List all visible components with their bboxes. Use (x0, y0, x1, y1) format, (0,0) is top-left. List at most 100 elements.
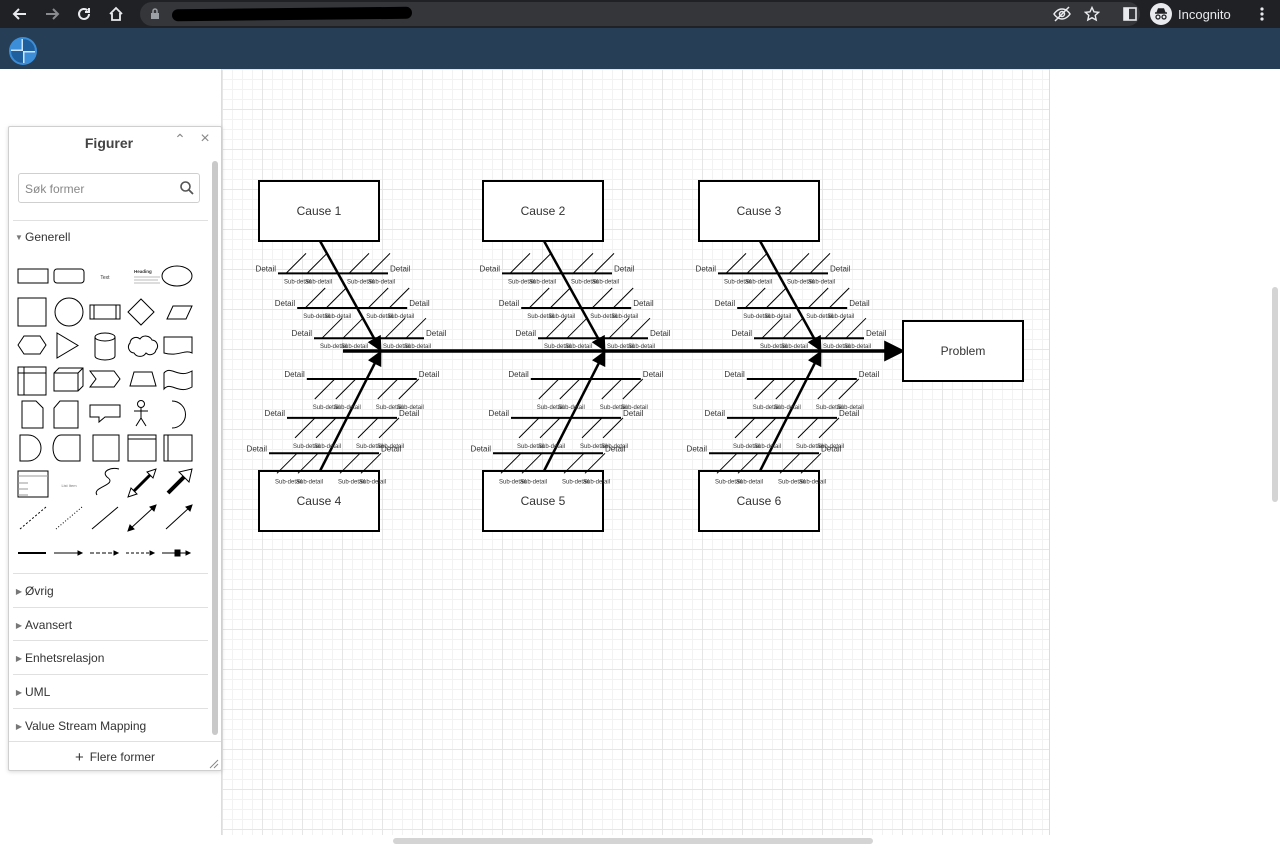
shape-list-item[interactable]: List Item (61, 483, 77, 488)
cause-arrow[interactable] (318, 240, 382, 352)
shape-frame[interactable] (92, 434, 120, 462)
forward-arrow-icon[interactable] (40, 2, 64, 26)
shape-dotted-line[interactable] (55, 506, 83, 530)
shape-container[interactable] (127, 434, 157, 462)
subdetail-line[interactable] (357, 417, 379, 439)
star-icon[interactable] (1080, 2, 1104, 26)
shape-bidirectional-arrow[interactable] (127, 468, 157, 498)
shape-curve[interactable] (95, 468, 120, 496)
subdetail-line[interactable] (779, 452, 801, 474)
subdetail-line[interactable] (824, 317, 846, 339)
subdetail-line[interactable] (306, 253, 328, 274)
subdetail-line[interactable] (737, 452, 759, 474)
shape-internal-storage[interactable] (17, 366, 47, 396)
subdetail-line[interactable] (838, 378, 860, 400)
subdetail-line[interactable] (629, 317, 651, 339)
search-box[interactable] (18, 173, 200, 203)
subdetail-line[interactable] (276, 452, 298, 474)
subdetail-line[interactable] (539, 417, 561, 439)
shape-hexagon[interactable] (17, 335, 47, 355)
subdetail-line[interactable] (566, 317, 588, 339)
subdetail-line[interactable] (817, 378, 839, 400)
shape-cube[interactable] (53, 367, 84, 392)
subdetail-line[interactable] (335, 378, 357, 400)
subdetail-line[interactable] (348, 253, 370, 274)
subdetail-line[interactable] (581, 417, 603, 439)
shape-trapezoid[interactable] (129, 371, 157, 387)
section-value-stream-mapping[interactable]: ▶ Value Stream Mapping (13, 714, 208, 738)
shape-connector[interactable] (54, 550, 84, 556)
cause-node[interactable]: Cause 3 (698, 180, 820, 242)
shape-ellipse[interactable] (161, 265, 193, 287)
subdetail-line[interactable] (545, 317, 567, 339)
shape-actor[interactable] (134, 400, 148, 427)
subdetail-line[interactable] (509, 253, 531, 274)
resize-handle-icon[interactable] (207, 757, 219, 769)
subdetail-line[interactable] (612, 287, 634, 309)
search-input[interactable] (25, 180, 175, 198)
subdetail-line[interactable] (325, 287, 347, 309)
subdetail-line[interactable] (315, 417, 337, 439)
subdetail-line[interactable] (754, 378, 776, 400)
shape-textbox[interactable]: Heading (134, 269, 160, 284)
shape-dashed-line[interactable] (19, 506, 47, 530)
reload-icon[interactable] (72, 2, 96, 26)
cause-node[interactable]: Cause 2 (482, 180, 604, 242)
subdetail-line[interactable] (304, 287, 326, 309)
subdetail-line[interactable] (602, 417, 624, 439)
shape-list[interactable] (17, 470, 49, 498)
shape-step[interactable] (89, 370, 121, 388)
subdetail-line[interactable] (828, 287, 850, 309)
shape-square[interactable] (17, 297, 47, 327)
shape-stored-data[interactable] (52, 434, 81, 462)
drawio-logo-icon[interactable] (8, 36, 38, 66)
shape-triangle[interactable] (56, 332, 79, 359)
subdetail-line[interactable] (755, 417, 777, 439)
subdetail-line[interactable] (339, 452, 361, 474)
shape-bidirectional-connector[interactable] (127, 504, 157, 532)
cause-node[interactable]: Cause 1 (258, 180, 380, 242)
subdetail-line[interactable] (314, 378, 336, 400)
shape-rectangle[interactable] (17, 268, 49, 284)
subdetail-line[interactable] (716, 452, 738, 474)
subdetail-line[interactable] (572, 253, 594, 274)
shape-callout[interactable] (89, 404, 121, 424)
cause-arrow[interactable] (542, 240, 606, 352)
subdetail-line[interactable] (294, 417, 316, 439)
subdetail-line[interactable] (584, 452, 606, 474)
shape-line[interactable] (91, 506, 119, 530)
subdetail-line[interactable] (378, 417, 400, 439)
subdetail-line[interactable] (500, 452, 522, 474)
cause-node[interactable]: Cause 6 (698, 470, 820, 532)
subdetail-line[interactable] (593, 253, 615, 274)
shape-cloud[interactable] (127, 335, 159, 357)
subdetail-line[interactable] (797, 417, 819, 439)
subdetail-line[interactable] (818, 417, 840, 439)
subdetail-line[interactable] (807, 287, 829, 309)
shape-rounded-rectangle[interactable] (53, 268, 85, 284)
more-vertical-icon[interactable] (1250, 2, 1274, 26)
subdetail-line[interactable] (388, 287, 410, 309)
panel-scrollbar[interactable] (212, 161, 218, 735)
subdetail-line[interactable] (746, 253, 768, 274)
horizontal-scrollbar[interactable] (393, 838, 873, 844)
eye-off-icon[interactable] (1050, 2, 1074, 26)
side-panel-icon[interactable] (1118, 2, 1142, 26)
shape-connector-dashed[interactable] (126, 550, 156, 556)
subdetail-line[interactable] (518, 417, 540, 439)
subdetail-line[interactable] (765, 287, 787, 309)
more-shapes-button[interactable]: + Flere former (9, 743, 221, 771)
shape-tape[interactable] (163, 369, 193, 391)
shape-swimlane[interactable] (163, 434, 193, 462)
home-icon[interactable] (104, 2, 128, 26)
shape-diamond[interactable] (127, 298, 155, 326)
chevron-up-icon[interactable]: ⌃ (174, 131, 186, 147)
subdetail-line[interactable] (285, 253, 307, 274)
subdetail-line[interactable] (367, 287, 389, 309)
subdetail-line[interactable] (297, 452, 319, 474)
subdetail-line[interactable] (809, 253, 831, 274)
